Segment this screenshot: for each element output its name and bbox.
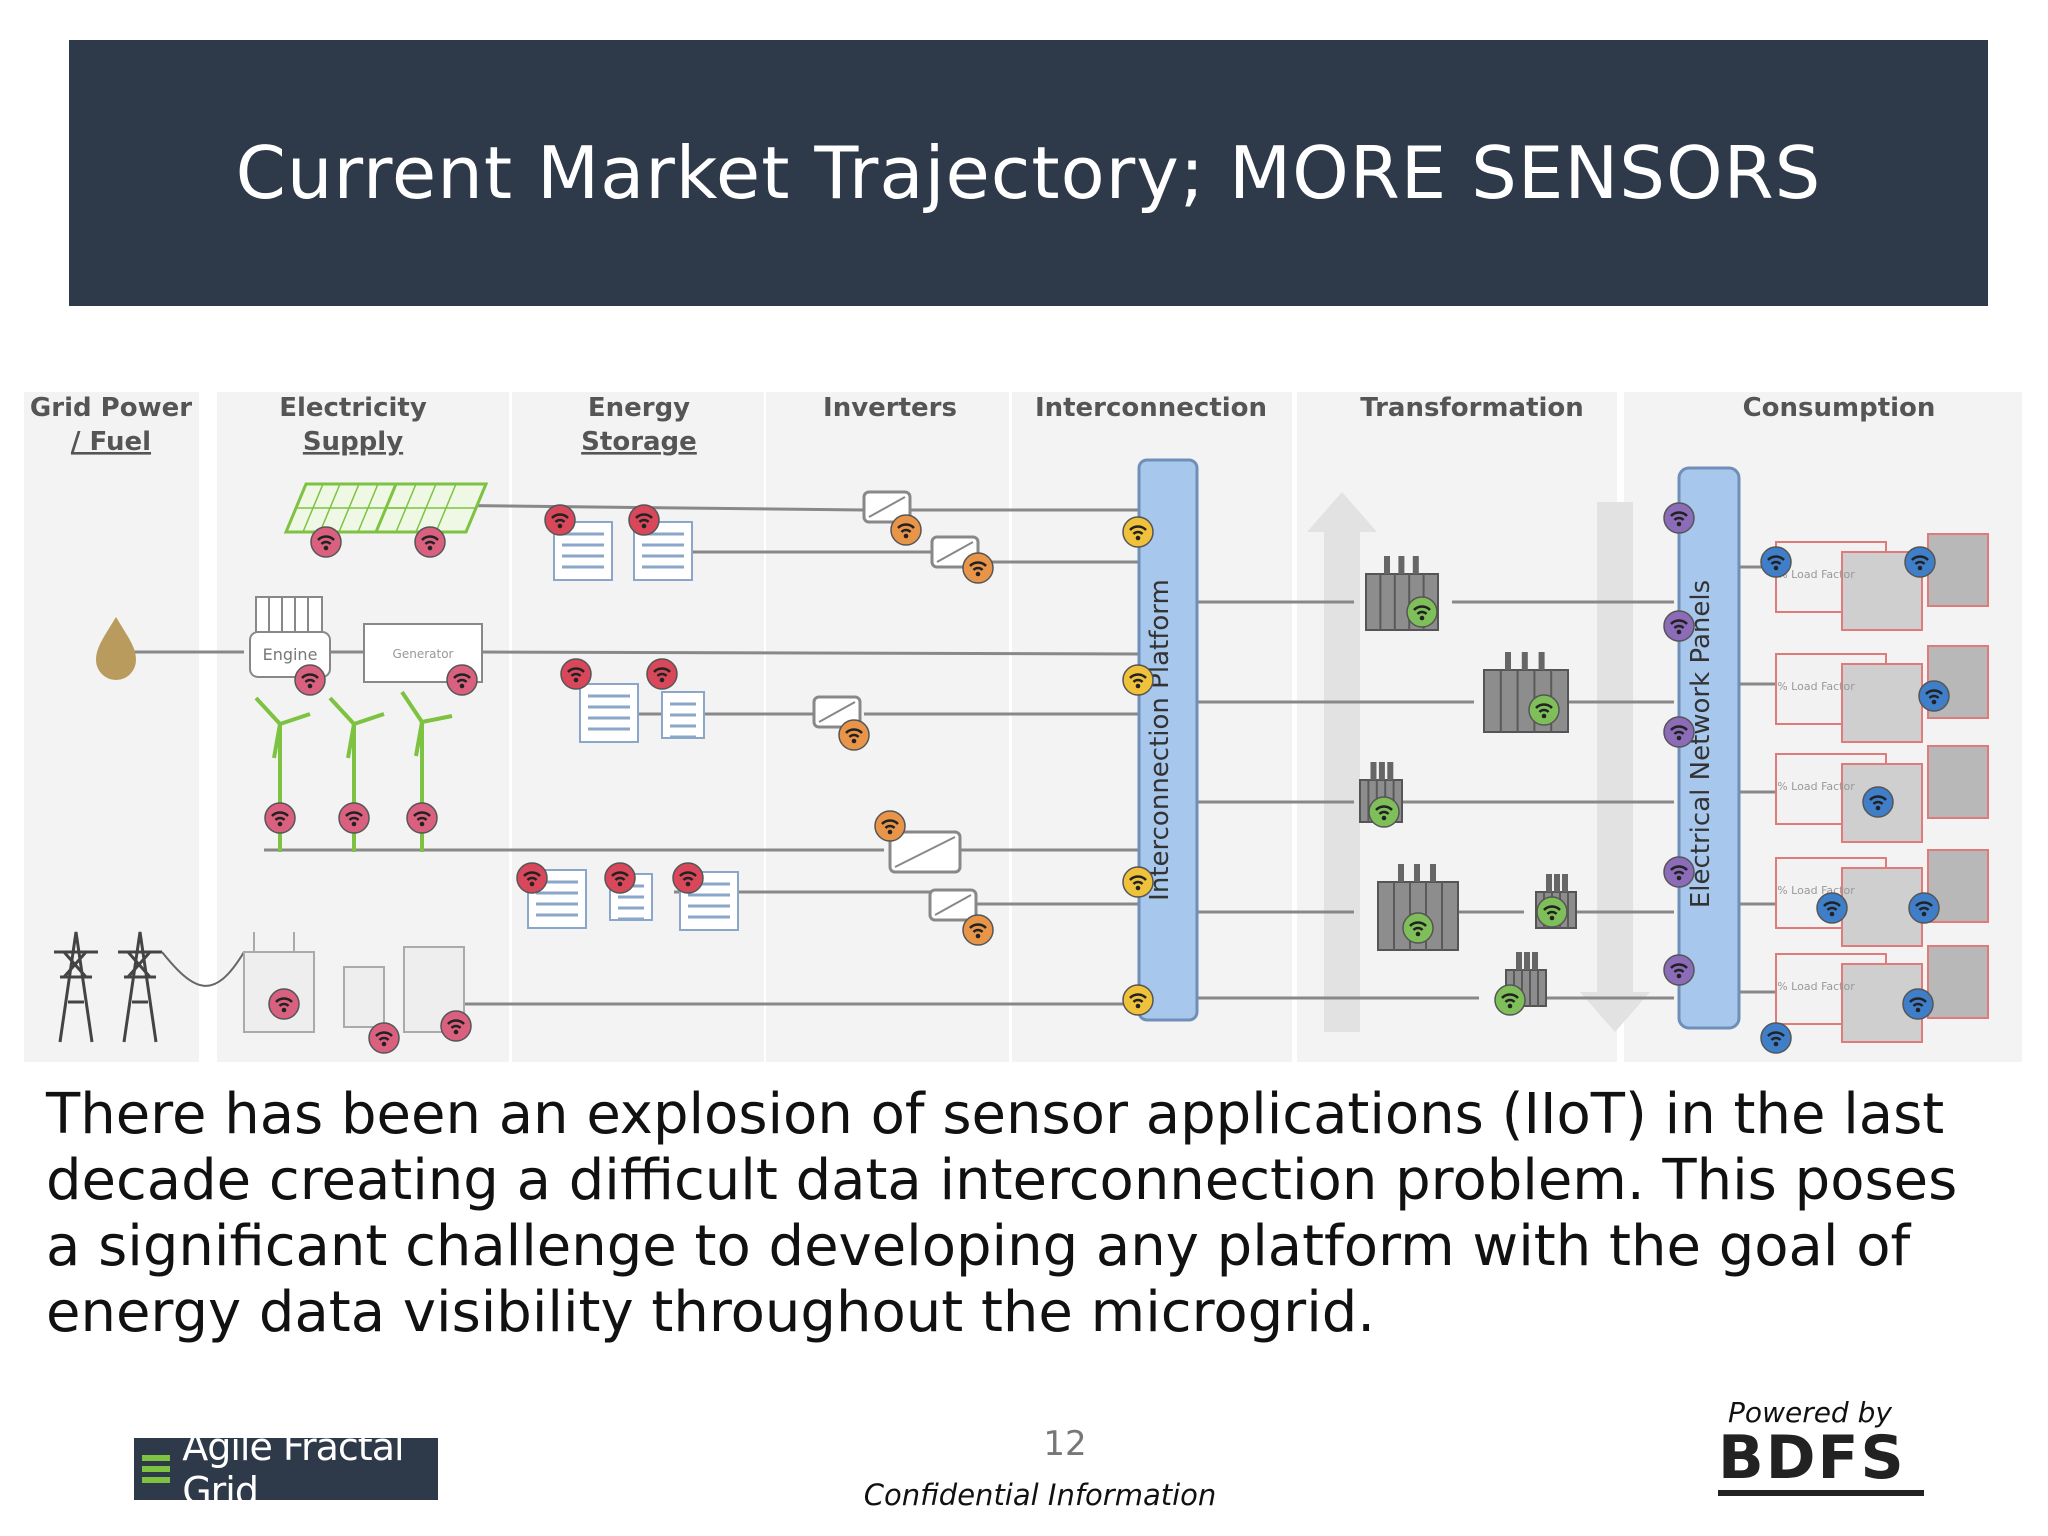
wifi-sensor-icon — [838, 719, 870, 751]
wifi-sensor-icon — [1760, 546, 1792, 578]
wifi-sensor-icon — [1122, 866, 1154, 898]
wifi-sensor-icon — [1918, 680, 1950, 712]
load-factor-label: % Load Factor — [1777, 568, 1855, 581]
agile-fractal-grid-logo: Agile Fractal Grid — [134, 1425, 438, 1513]
column-headers: Grid Power / Fuel Electricity Supply Ene… — [30, 393, 1936, 457]
wifi-sensor-icon — [1904, 546, 1936, 578]
column-header-electricity-2: Supply — [303, 427, 403, 457]
page-number: 12 — [1043, 1424, 1087, 1464]
wifi-sensor-icon — [890, 514, 922, 546]
load-panel: % Load Factor — [1775, 645, 1989, 743]
wifi-sensor-icon — [1663, 716, 1695, 748]
body-paragraph: There has been an explosion of sensor ap… — [46, 1082, 1958, 1345]
wifi-sensor-icon — [628, 504, 660, 536]
inverter-icon — [888, 830, 962, 874]
wifi-sensor-icon — [1122, 664, 1154, 696]
wifi-sensor-icon — [414, 526, 446, 558]
wifi-sensor-icon — [1536, 896, 1568, 928]
wifi-sensor-icon — [338, 802, 370, 834]
inverter-icon — [928, 888, 978, 922]
wifi-sensor-icon — [516, 862, 548, 894]
down-arrow-icon — [1580, 502, 1650, 1032]
power-pylon-icon — [54, 931, 98, 1043]
slide-title: Current Market Trajectory; MORE SENSORS — [235, 131, 1822, 215]
wifi-sensor-icon — [646, 658, 678, 690]
engine-label: Engine — [263, 645, 318, 664]
wifi-sensor-icon — [1528, 694, 1560, 726]
wifi-sensor-icon — [264, 802, 296, 834]
wifi-sensor-icon — [446, 664, 478, 696]
load-factor-label: % Load Factor — [1777, 680, 1855, 693]
load-factor-label: % Load Factor — [1777, 884, 1855, 897]
wifi-sensor-icon — [268, 988, 300, 1020]
wifi-sensor-icon — [1663, 856, 1695, 888]
column-header-grid-power: Grid Power — [30, 393, 192, 423]
column-header-energy: Energy — [588, 393, 690, 423]
sensor-badges — [264, 502, 1950, 1054]
wifi-sensor-icon — [874, 810, 906, 842]
wifi-sensor-icon — [1663, 502, 1695, 534]
energy-storage-units — [527, 521, 739, 931]
column-panel — [24, 392, 199, 1062]
column-header-interconnection: Interconnection — [1035, 393, 1267, 423]
wifi-sensor-icon — [440, 1010, 472, 1042]
load-factor-label: % Load Factor — [1777, 780, 1855, 793]
column-header-energy-2: Storage — [581, 427, 697, 457]
wifi-sensor-icon — [1663, 954, 1695, 986]
wifi-sensor-icon — [1406, 596, 1438, 628]
column-header-consumption: Consumption — [1743, 393, 1936, 423]
up-arrow-icon — [1307, 492, 1377, 1032]
wifi-sensor-icon — [962, 552, 994, 584]
load-factor-label: % Load Factor — [1777, 980, 1855, 993]
wifi-sensor-icon — [1816, 892, 1848, 924]
wifi-sensor-icon — [1402, 912, 1434, 944]
bdfs-logo: BDFS — [1718, 1423, 1924, 1496]
power-pylon-icon — [118, 931, 162, 1043]
wifi-sensor-icon — [560, 658, 592, 690]
power-pylons — [54, 931, 245, 1043]
consumption-units: % Load Factor % Load Factor % Load Factor%… — [1775, 533, 1989, 1043]
inverter-icon — [862, 490, 912, 524]
transformation-arrows — [1307, 492, 1650, 1032]
battery-icon — [579, 683, 639, 743]
wifi-sensor-icon — [368, 1022, 400, 1054]
load-panel: % Load Factor — [1775, 745, 1989, 843]
wifi-sensor-icon — [1908, 892, 1940, 924]
wifi-sensor-icon — [294, 664, 326, 696]
solar-panels — [283, 482, 489, 534]
wifi-sensor-icon — [544, 504, 576, 536]
column-header-transformation: Transformation — [1360, 393, 1584, 423]
wifi-sensor-icon — [604, 862, 636, 894]
column-header-grid-power-2: / Fuel — [71, 427, 151, 457]
wifi-sensor-icon — [1663, 610, 1695, 642]
network-panels — [1677, 466, 1741, 1030]
load-panel: % Load Factor — [1775, 945, 1989, 1043]
interconnection-platform-label: Interconnection Platform — [1145, 579, 1175, 901]
wifi-sensor-icon — [406, 802, 438, 834]
generator-label: Generator — [393, 647, 454, 661]
fuel-drop-icon — [96, 617, 136, 680]
wifi-sensor-icon — [1862, 786, 1894, 818]
inverter-units — [812, 490, 980, 922]
wifi-sensor-icon — [1494, 984, 1526, 1016]
column-header-electricity: Electricity — [279, 393, 427, 423]
wifi-sensor-icon — [1902, 988, 1934, 1020]
wifi-sensor-icon — [310, 526, 342, 558]
column-header-inverters: Inverters — [823, 393, 957, 423]
right-logo-text: BDFS — [1718, 1423, 1906, 1493]
powered-by-label: Powered by — [1728, 1396, 1892, 1429]
wifi-sensor-icon — [1368, 796, 1400, 828]
battery-icon — [661, 691, 705, 739]
wifi-sensor-icon — [1122, 984, 1154, 1016]
wifi-sensor-icon — [1122, 516, 1154, 548]
wifi-sensor-icon — [962, 914, 994, 946]
wifi-sensor-icon — [1760, 1022, 1792, 1054]
logo-bars-icon — [142, 1455, 171, 1483]
left-logo-text: Agile Fractal Grid — [182, 1425, 404, 1513]
sensor-diagram: Grid Power / Fuel Electricity Supply Ene… — [24, 392, 2022, 1062]
inverter-icon — [812, 695, 862, 729]
wifi-sensor-icon — [672, 862, 704, 894]
confidential-label: Confidential Information — [863, 1478, 1217, 1512]
title-bar: Current Market Trajectory; MORE SENSORS — [69, 40, 1988, 306]
